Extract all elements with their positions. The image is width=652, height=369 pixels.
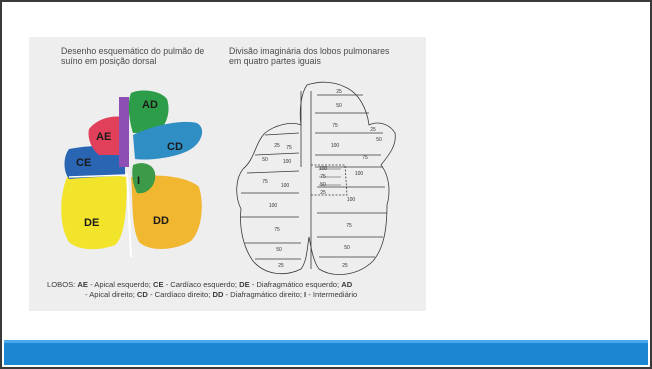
svg-text:75: 75 [274,227,280,233]
lobe-dd-shape [131,175,202,250]
svg-text:100: 100 [355,171,364,177]
outline-lung-shape [236,81,396,275]
svg-text:50: 50 [376,137,382,143]
svg-text:75: 75 [346,223,352,229]
label-ae: AE [96,131,112,143]
lung-figure: 25 50 75 100 25 50 75 100 25 50 75 100 7… [29,37,426,311]
left-caption-line2: suíno em posição dorsal [61,56,157,66]
svg-text:50: 50 [336,103,342,109]
legend-ad-text: - Apical direito; [85,290,137,299]
svg-text:100: 100 [269,203,278,209]
right-caption-line1: Divisão imaginária dos lobos pulmonares [229,46,390,56]
svg-text:50: 50 [262,157,268,163]
svg-text:100: 100 [331,143,340,149]
svg-text:25: 25 [370,127,376,133]
legend-cd-text: - Cardíaco direito; [147,290,213,299]
trachea-shape [119,97,129,167]
lobe-ad-shape [128,90,169,133]
svg-text:75: 75 [262,179,268,185]
lobe-cd-shape [133,121,203,160]
legend-prefix: LOBOS: [47,280,78,289]
legend-line1: LOBOS: AE - Apical esquerdo; CE - Cardía… [47,280,357,290]
lobe-ae-shape [88,116,123,155]
legend-line2: - Apical direito; CD - Cardíaco direito;… [47,290,357,300]
label-de: DE [84,217,100,229]
legend-de-abbr: DE [239,280,250,289]
svg-text:100: 100 [347,197,356,203]
svg-text:75: 75 [332,123,338,129]
label-cd: CD [167,141,183,153]
svg-text:50: 50 [320,182,326,188]
svg-text:25: 25 [336,89,342,95]
legend-de-text: - Diafragmático esquerdo; [249,280,342,289]
svg-text:100: 100 [319,166,328,172]
svg-text:25: 25 [320,190,326,196]
svg-text:75: 75 [362,155,368,161]
svg-text:25: 25 [274,143,280,149]
legend-i-abbr: I [304,290,307,299]
svg-text:100: 100 [281,183,290,189]
lobe-de-shape [61,174,127,250]
legend-i-text: - Intermediário [306,290,358,299]
label-ad: AD [142,99,158,111]
svg-text:100: 100 [283,159,292,165]
label-dd: DD [153,215,169,227]
legend-dd-abbr: DD [212,290,224,299]
bottom-accent-stripe [4,340,648,343]
label-i: I [137,175,141,187]
legend-cd-abbr: CD [136,290,148,299]
legend-ad-abbr: AD [341,280,353,289]
svg-text:25: 25 [278,263,284,269]
right-caption-line2: em quatro partes iguais [229,56,321,66]
legend-ce-abbr: CE [152,280,164,289]
legend-ae-text: - Apical esquerdo; [87,280,153,289]
legend-ce-text: - Cardíaco esquerdo; [163,280,240,289]
left-caption-line1: Desenho esquemático do pulmão de [61,46,205,56]
svg-text:50: 50 [276,247,282,253]
lung-diagram: 25 50 75 100 25 50 75 100 25 50 75 100 7… [61,81,396,275]
svg-text:50: 50 [344,245,350,251]
label-ce: CE [76,157,92,169]
legend-ae-abbr: AE [77,280,88,289]
legend-dd-text: - Diafragmático direito; [223,290,305,299]
bottom-accent-bar [4,340,648,365]
legend: LOBOS: AE - Apical esquerdo; CE - Cardía… [47,280,357,300]
svg-text:75: 75 [286,145,292,151]
svg-text:75: 75 [320,174,326,180]
lobe-i-shape [132,163,156,194]
svg-text:25: 25 [342,263,348,269]
